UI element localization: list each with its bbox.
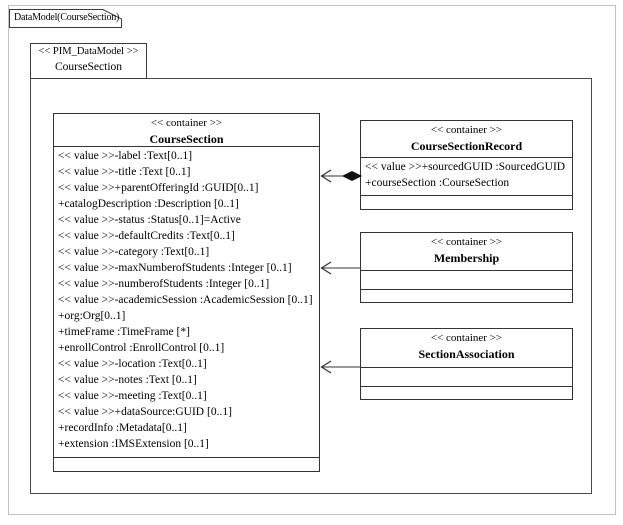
attribute-row: +catalogDescription :Description [0..1] [58,198,239,210]
attribute-row: << value >>-numberofStudents :Integer [0… [58,278,270,290]
class-stereotype: << container >> [430,124,503,136]
attribute-row: +enrollControl :EnrollControl [0..1] [58,342,225,354]
attribute-row: +org:Org[0..1] [58,310,126,322]
attribute-row: +recordInfo :Metadata[0..1] [58,422,187,434]
class-box-sectionassociation[interactable]: << container >> SectionAssociation [360,328,573,400]
attribute-row: << value >>-label :Text[0..1] [58,150,193,162]
attribute-row: << value >>+parentOfferingId :GUID[0..1] [58,182,259,194]
operations-compartment [54,457,319,471]
class-name: SectionAssociation [418,347,515,361]
class-box-membership[interactable]: << container >> Membership [360,232,573,303]
attributes-compartment: << value >>+sourcedGUID :SourcedGUID +cou… [361,157,572,195]
attribute-row: << value >>+dataSource:GUID [0..1] [58,406,232,418]
class-name: CourseSection [149,132,224,146]
attribute-row: +courseSection :CourseSection [365,177,510,189]
operations-compartment [361,195,572,209]
class-name: Membership [433,251,500,265]
class-stereotype: << container >> [430,236,503,248]
class-header: << container >> CourseSectionRecord [361,121,572,157]
attribute-row: << value >>-title :Text [0..1] [58,166,191,178]
attribute-row: << value >>-meeting :Text[0..1] [58,390,207,402]
class-stereotype: << container >> [430,332,503,344]
attribute-row: << value >>-maxNumberofStudents :Integer… [58,262,292,274]
operations-compartment [361,289,572,302]
canvas-border [8,5,616,515]
attribute-row: << value >>-academicSession :AcademicSes… [58,294,313,306]
attribute-row: << value >>-status :Status[0..1]=Active [58,214,241,226]
attribute-row: << value >>-notes :Text [0..1] [58,374,197,386]
frame-tab-shape [9,9,122,28]
operations-compartment [361,386,572,399]
attributes-compartment [361,270,572,289]
class-header: << container >> SectionAssociation [361,329,572,367]
package-name: CourseSection [54,61,123,73]
attributes-compartment [361,367,572,386]
attribute-row: << value >>+sourcedGUID :SourcedGUID [365,161,566,173]
attribute-row: << value >>-defaultCredits :Text[0..1] [58,230,235,242]
class-header: << container >> Membership [361,233,572,270]
diagram-frame-label-tab[interactable] [9,9,122,28]
class-box-coursesectionrecord[interactable]: << container >> CourseSectionRecord << v… [360,120,573,210]
attribute-row: +timeFrame :TimeFrame [*] [58,326,190,338]
class-stereotype: << container >> [150,117,223,129]
package-stereotype: << PIM_DataModel >> [38,46,139,57]
class-name: CourseSectionRecord [410,139,523,153]
attribute-row: << value >>-category :Text[0..1] [58,246,210,258]
attribute-row: << value >>-location :Text[0..1] [58,358,207,370]
class-header: << container >> CourseSection [54,114,319,146]
package-header-box[interactable]: << PIM_DataModel >> CourseSection [30,43,147,79]
diagram-title: DataModel(CourseSection) [14,12,120,23]
attributes-compartment: << value >>-label :Text[0..1] << value >>… [54,146,319,457]
attribute-row: +extension :IMSExtension [0..1] [58,438,209,450]
class-box-coursesection[interactable]: << container >> CourseSection << value >… [53,113,320,472]
